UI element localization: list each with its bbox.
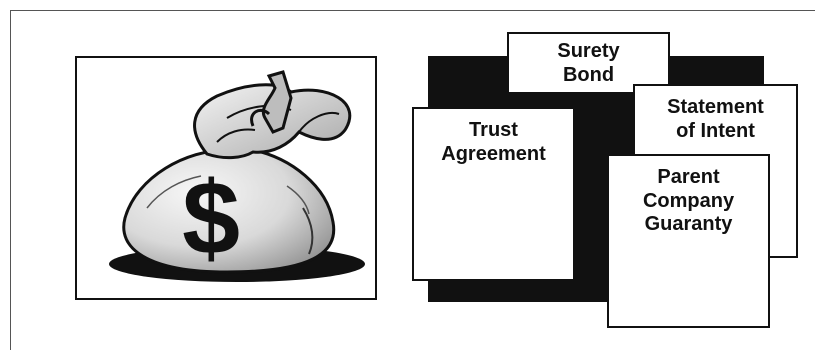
parent-line-3: Guaranty [609,213,768,237]
surety-bond-line-1: Surety [509,40,668,64]
trust-line-1: Trust [414,119,573,143]
dollar-sign: $ [182,161,240,277]
parent-line-1: Parent [609,166,768,190]
trust-agreement-document: Trust Agreement [412,107,575,281]
trust-line-2: Agreement [414,143,573,167]
money-bag-icon: $ [77,58,377,300]
statement-line-2: of Intent [635,120,796,144]
money-bag-panel: $ [75,56,377,300]
parent-company-guaranty-document: Parent Company Guaranty [607,154,770,328]
statement-line-1: Statement [635,96,796,120]
parent-line-2: Company [609,190,768,214]
